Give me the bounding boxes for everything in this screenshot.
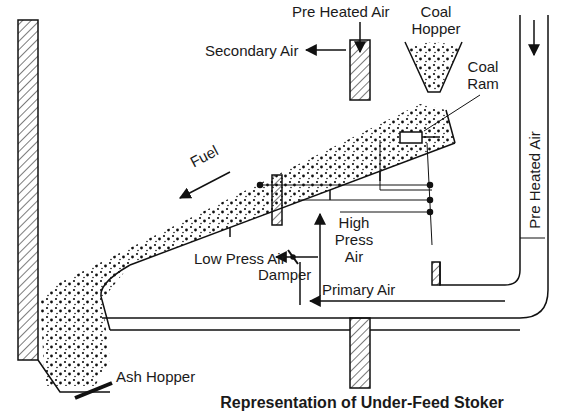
duct-mark <box>520 238 545 239</box>
coal-ram <box>422 136 440 138</box>
linkage-pin <box>428 198 433 203</box>
part-label: Coal Ram <box>460 58 506 92</box>
air-arrow <box>319 214 321 296</box>
furnace-wall <box>350 318 370 388</box>
part-label: Low Press Air <box>194 250 286 267</box>
part-label: Fuel <box>187 142 221 171</box>
part-label: Secondary Air <box>205 42 298 59</box>
retort-grate <box>130 143 455 265</box>
linkage-pin <box>258 183 263 188</box>
furnace-wall <box>18 20 38 360</box>
tuyere <box>229 227 231 237</box>
part-label: High Press Air <box>332 214 376 265</box>
stoker-drawing <box>18 15 548 398</box>
linkage-pin <box>428 210 433 215</box>
windbox-floor <box>102 317 300 319</box>
air-arrow <box>310 300 505 302</box>
retort-grate <box>446 110 455 143</box>
coal-hopper <box>405 42 462 92</box>
part-label: Damper <box>258 266 311 283</box>
leader-line <box>424 95 480 131</box>
air-duct <box>440 15 520 285</box>
air-arrow <box>533 20 535 55</box>
air-duct <box>300 15 548 318</box>
air-arrow <box>359 22 361 52</box>
part-label: Pre Heated Air <box>292 3 390 20</box>
air-arrow <box>306 49 346 51</box>
caption: Representation of Under-Feed Stoker <box>220 394 504 411</box>
coal-ram <box>400 132 422 143</box>
part-label: Ash Hopper <box>116 368 195 385</box>
ash-hopper-door <box>75 383 112 398</box>
linkage-pin <box>428 183 433 188</box>
part-label: Coal Hopper <box>408 3 464 37</box>
partition <box>272 175 282 225</box>
tuyere <box>329 190 331 200</box>
fuel-arrow <box>180 172 230 198</box>
damper-symbol <box>288 250 298 264</box>
coal-charge <box>408 42 459 90</box>
retort-grate <box>101 265 130 330</box>
damper-symbol <box>291 255 295 259</box>
windbox-floor <box>110 329 520 331</box>
fuel-bed <box>40 104 455 386</box>
duct-wall <box>432 262 440 285</box>
part-label: Primary Air <box>322 281 395 298</box>
part-label: Pre Heated Air <box>526 131 543 229</box>
